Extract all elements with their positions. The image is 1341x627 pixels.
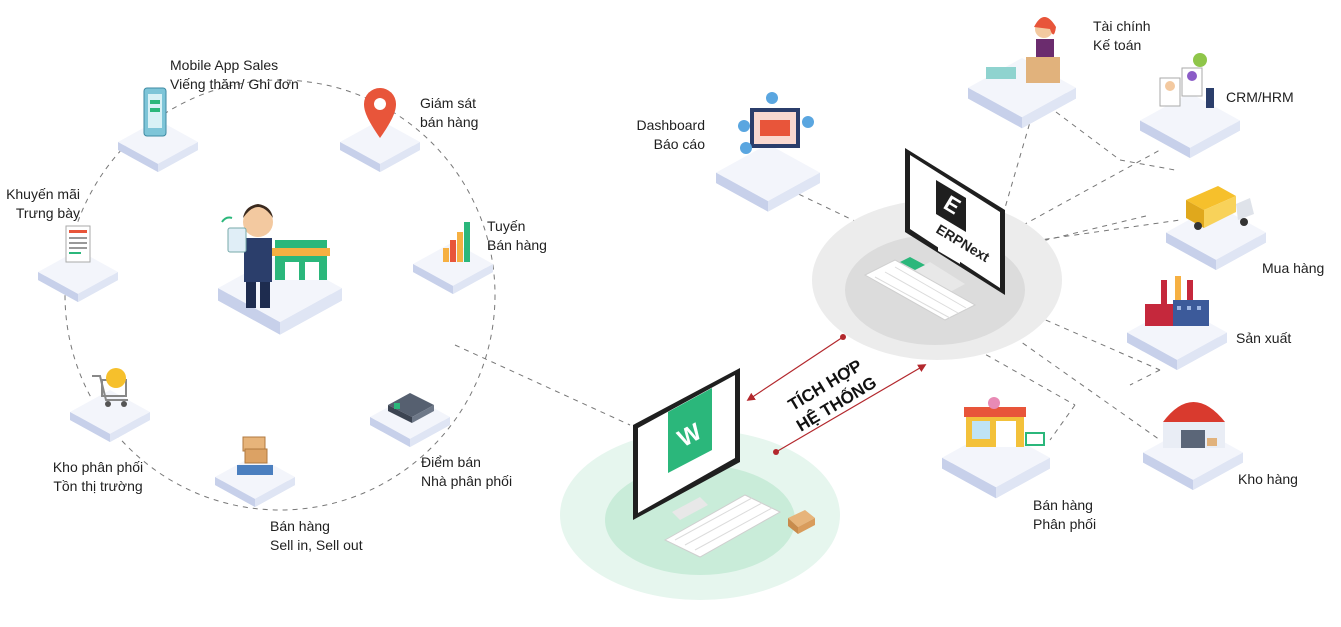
salesman-with-shop-icon [221, 204, 330, 308]
platform-dashboard [716, 92, 820, 212]
platform-mobile [118, 87, 198, 172]
sales-cycle-ring [64, 79, 496, 511]
delivery-truck-icon [1186, 186, 1254, 230]
label-giam-sat: Giám sát bán hàng [420, 95, 479, 130]
label-tuyen: Tuyến Bán hàng [487, 218, 547, 253]
platform-san-xuat [1127, 276, 1227, 370]
mobile-phone-icon [143, 87, 167, 137]
storehouse-icon [1163, 402, 1225, 448]
platform-giam-sat [340, 88, 420, 172]
store-front-icon [964, 397, 1045, 447]
platform-tai-chinh [968, 17, 1076, 129]
label-dashboard: Dashboard Báo cáo [636, 117, 706, 152]
platform-diem-ban [370, 393, 450, 447]
w-computer-icon: W [633, 368, 815, 558]
warehouse-icon [388, 393, 434, 423]
erpnext-computer-icon: E ERPNext [863, 148, 1005, 321]
platform-tuyen [413, 222, 493, 294]
platform-ban-hang-phan-phoi [942, 397, 1050, 499]
integration-arrows [746, 334, 927, 455]
location-pin-icon [364, 88, 396, 138]
dashboard-monitor-icon [738, 92, 814, 154]
label-khuyen-mai: Khuyến mãi Trưng bày [6, 186, 80, 221]
platform-kho-phan-phoi [70, 368, 150, 442]
platform-ban-hang [215, 436, 295, 507]
factory-icon [1145, 276, 1209, 326]
label-mua-hang: Mua hàng [1262, 260, 1325, 276]
label-crm: CRM/HRM [1226, 89, 1294, 105]
crm-profiles-icon [1159, 53, 1214, 108]
label-ban-hang-phan-phoi: Bán hàng Phân phối [1033, 497, 1097, 532]
integration-text: TÍCH HỢP HỆ THỐNG [785, 356, 880, 436]
label-kho-phan-phoi: Kho phân phối Tồn thị trường [52, 459, 144, 494]
accountant-icon [986, 17, 1060, 83]
platform-mua-hang [1166, 186, 1266, 270]
label-mobile-app-sales: Mobile App Sales Viếng thăm/ Ghi đơn [170, 57, 299, 92]
platform-kho-hang [1143, 402, 1243, 490]
shopping-cart-icon [92, 368, 128, 407]
label-tai-chinh: Tài chính Kế toán [1093, 18, 1151, 53]
bar-chart-icon [443, 222, 470, 262]
label-san-xuat: Sản xuất [1236, 330, 1292, 346]
label-diem-ban: Điểm bán Nhà phân phối [421, 454, 513, 489]
label-ban-hang-sell: Bán hàng Sell in, Sell out [270, 518, 363, 553]
platform-khuyen-mai [38, 225, 118, 302]
cart-with-boxes-icon [237, 436, 273, 475]
platform-crm [1140, 53, 1240, 158]
connector-lines [454, 99, 1181, 441]
document-icon [65, 225, 91, 263]
label-kho-hang: Kho hàng [1238, 471, 1298, 487]
